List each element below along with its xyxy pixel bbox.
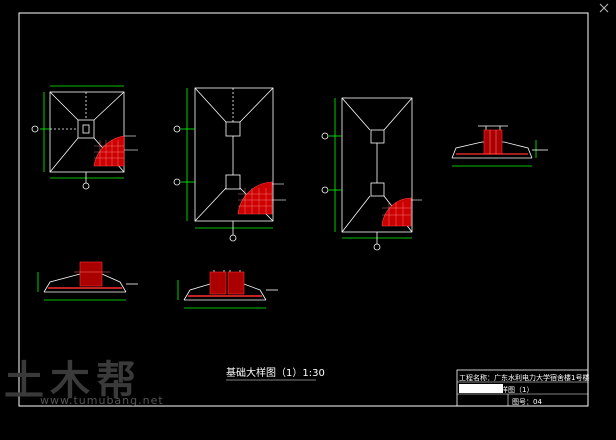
footing-plan-2 bbox=[173, 87, 274, 242]
watermark-logo: 土木帮 bbox=[4, 358, 142, 404]
rebar-section-a bbox=[456, 129, 528, 155]
watermark: 土木帮 www.tumubang.net bbox=[4, 358, 164, 407]
close-icon[interactable] bbox=[599, 3, 609, 13]
rebar-section-b bbox=[48, 261, 122, 289]
title-block-sheet: 图号：04 bbox=[512, 398, 542, 406]
footing-plan-3 bbox=[321, 97, 413, 251]
watermark-url: www.tumubang.net bbox=[40, 394, 164, 407]
footing-plan-1 bbox=[31, 85, 125, 190]
drawing-caption: 基础大样图（1）1:30 bbox=[226, 366, 325, 379]
title-block: 工程名称：广东水利电力大学宿舍楼1号楼 图名：基础大样图（1） 图号：04 bbox=[456, 369, 589, 407]
title-block-project: 工程名称：广东水利电力大学宿舍楼1号楼 bbox=[459, 373, 589, 382]
rebar-detail-2 bbox=[237, 181, 286, 215]
title-block-drawing-name: 图名：基础大样图（1） bbox=[459, 385, 533, 394]
rebar-detail-3 bbox=[381, 197, 422, 227]
rebar-detail-1 bbox=[93, 135, 138, 167]
drawing-frame bbox=[18, 12, 589, 407]
rebar-section-c bbox=[188, 271, 262, 297]
